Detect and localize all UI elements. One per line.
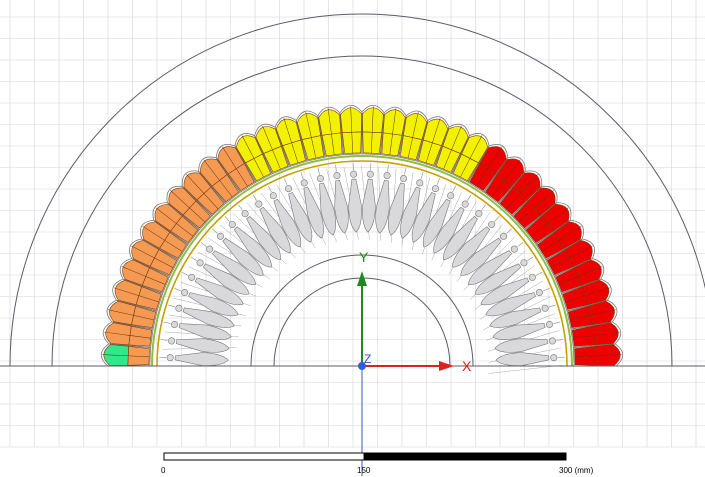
- stator-slot[interactable]: [339, 104, 364, 156]
- origin-marker: [358, 362, 366, 370]
- rotor-bar[interactable]: [278, 173, 326, 252]
- scale-bar-black-segment: [363, 452, 567, 461]
- stator-slot[interactable]: [273, 114, 309, 168]
- stator-slot[interactable]: [100, 343, 152, 368]
- rotor-bar[interactable]: [208, 219, 279, 285]
- coil-upper-half[interactable]: [340, 107, 362, 133]
- stator-slot[interactable]: [511, 182, 562, 231]
- scale-bar-white-segment: [163, 452, 365, 461]
- x-axis-label: X: [462, 358, 472, 374]
- stator-slot[interactable]: [125, 236, 179, 278]
- stator-slot[interactable]: [212, 140, 257, 193]
- y-axis-arrowhead: [357, 271, 367, 286]
- stator-slot[interactable]: [295, 109, 327, 162]
- stator-slot[interactable]: [560, 277, 614, 313]
- x-axis-arrowhead: [439, 361, 454, 371]
- stator-slot[interactable]: [553, 256, 608, 295]
- stator-slot[interactable]: [523, 198, 575, 245]
- rotor-bar[interactable]: [486, 333, 565, 363]
- rotor-bar[interactable]: [383, 166, 419, 246]
- rotor-bar[interactable]: [471, 266, 548, 320]
- z-axis-label: Z: [364, 352, 371, 366]
- scale-bar: 0 150 300 (mm): [161, 452, 594, 475]
- stator-slot[interactable]: [450, 129, 492, 183]
- coil-upper-half[interactable]: [103, 344, 129, 366]
- stator-slot[interactable]: [566, 299, 620, 331]
- stator-outer-boundary[interactable]: [9, 13, 705, 367]
- stator-slot[interactable]: [397, 109, 429, 162]
- y-axis-label: Y: [359, 249, 369, 265]
- rotor-bar[interactable]: [442, 212, 508, 283]
- rotor-bar[interactable]: [159, 344, 237, 367]
- stator-slot[interactable]: [117, 256, 171, 295]
- scale-label-start: 0: [161, 466, 166, 475]
- stator-slot[interactable]: [317, 106, 345, 158]
- shaft-band-outer-boundary[interactable]: [250, 254, 474, 367]
- stator-slot[interactable]: [570, 321, 622, 349]
- stator-slot[interactable]: [497, 166, 546, 217]
- rotor-bar[interactable]: [160, 327, 239, 356]
- stator-slot[interactable]: [415, 114, 451, 168]
- coil-upper-half[interactable]: [362, 107, 384, 133]
- rotor-bar[interactable]: [424, 191, 482, 267]
- stator-slot[interactable]: [232, 129, 274, 183]
- scale-label-middle: 150: [357, 466, 371, 475]
- stator-slot[interactable]: [433, 121, 472, 175]
- stator-slot[interactable]: [252, 121, 291, 175]
- coordinate-axes: Y X Z: [357, 249, 472, 476]
- stator-slot[interactable]: [482, 152, 529, 204]
- airgap-outer-boundary[interactable]: [151, 155, 573, 367]
- stator-slot[interactable]: [545, 236, 599, 278]
- motor-model[interactable]: [0, 13, 705, 374]
- stator-slot[interactable]: [572, 343, 624, 368]
- rotor-bar[interactable]: [347, 163, 370, 241]
- stator-slot[interactable]: [360, 104, 385, 156]
- rotor-bar[interactable]: [488, 351, 566, 374]
- stator-slot[interactable]: [110, 277, 164, 313]
- rotor-bars[interactable]: [159, 163, 565, 374]
- stator-slot[interactable]: [105, 299, 158, 331]
- stator-slot[interactable]: [162, 182, 213, 231]
- stator-slot[interactable]: [178, 166, 227, 217]
- stator-region-boundary[interactable]: [51, 55, 673, 367]
- coil-upper-half[interactable]: [595, 344, 621, 366]
- airgap-inner-boundary[interactable]: [156, 160, 568, 367]
- stator-slots[interactable]: [100, 104, 624, 368]
- rotor-bar[interactable]: [372, 164, 401, 243]
- scale-label-end: 300 (mm): [559, 466, 594, 475]
